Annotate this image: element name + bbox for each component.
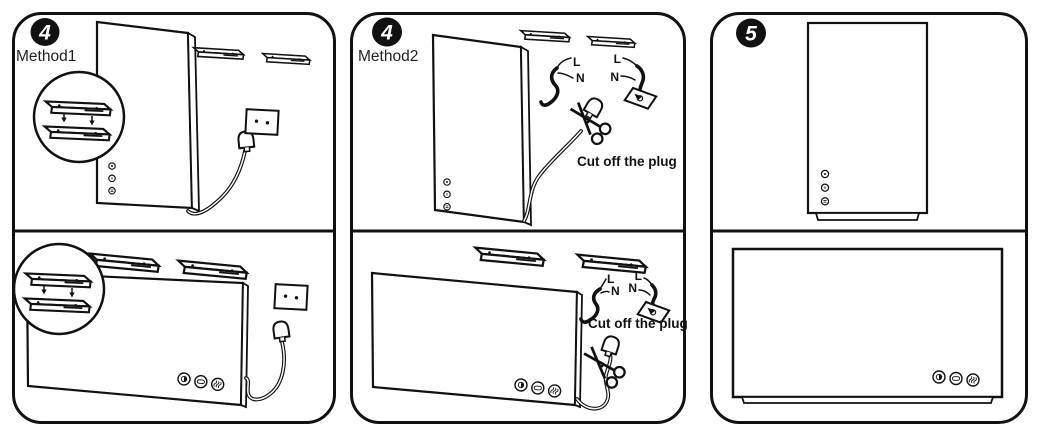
live-wire-label: L <box>635 269 642 283</box>
neutral-wire-label: N <box>611 284 620 298</box>
mirror-base-trim <box>814 212 921 221</box>
mirror-side-edge <box>187 31 200 213</box>
scene-vertical-hanging <box>32 20 312 216</box>
mirror-horizontal <box>370 271 583 409</box>
step-badge: 4 <box>30 18 60 46</box>
control-buttons <box>443 178 451 211</box>
scene-horizontal-hardwire: L N L N Cut off the plug <box>370 241 688 411</box>
step-badge: 5 <box>736 18 766 48</box>
mirror-horizontal-installed <box>731 247 1004 404</box>
panel-step5: 5 <box>710 12 1028 424</box>
power-cord <box>522 129 583 223</box>
power-cord <box>244 340 286 402</box>
cut-plug-label: Cut off the plug <box>588 316 688 331</box>
method-label: Method2 <box>358 48 418 65</box>
panel-frame <box>350 12 686 424</box>
mirror-side-edge <box>520 45 532 227</box>
mirror-side-edge <box>240 281 249 409</box>
mirror-vertical-installed <box>806 21 929 221</box>
live-wire-label: L <box>573 55 580 69</box>
step-number: 4 <box>38 22 51 45</box>
junction-box-wires: L N <box>628 269 671 325</box>
junction-box-wires: L N <box>610 52 658 111</box>
live-wire-label: L <box>607 272 614 286</box>
panel-step4-method1: 4 Method1 <box>12 12 336 424</box>
mirror-front <box>370 271 579 407</box>
loose-supply-wires: L N <box>539 55 585 107</box>
scene-horizontal-hanging <box>12 242 309 409</box>
bracket-detail-magnifier <box>32 70 126 164</box>
mirror-base-trim <box>740 396 995 404</box>
scene-vertical-hardwire: L N L N Cut off the plug <box>431 26 677 227</box>
cut-plug-label: Cut off the plug <box>577 154 677 169</box>
live-wire-label: L <box>614 52 621 66</box>
neutral-wire-label: N <box>576 71 585 85</box>
mirror-vertical <box>431 33 532 227</box>
mirror-front <box>806 21 929 215</box>
control-buttons <box>108 162 116 195</box>
method-label: Method1 <box>16 48 76 65</box>
neutral-wire-label: N <box>628 281 637 295</box>
power-cord <box>575 352 613 411</box>
step-badge: 4 <box>372 17 402 47</box>
panel-frame <box>710 12 1028 424</box>
loose-supply-wires: L N <box>579 272 620 324</box>
step-number: 4 <box>380 22 393 45</box>
neutral-wire-label: N <box>610 70 619 84</box>
mirror-side-edge <box>574 290 583 409</box>
panel-step4-method2: 4 Method2 L N L N <box>350 12 688 424</box>
mirror-front <box>731 247 1004 399</box>
panel-frame <box>12 12 336 424</box>
bracket-detail-magnifier <box>12 242 106 336</box>
step-number: 5 <box>745 23 757 46</box>
wall-outlet <box>273 283 309 311</box>
power-cord <box>186 149 247 216</box>
control-buttons <box>820 169 830 206</box>
wall-outlet <box>244 108 280 136</box>
